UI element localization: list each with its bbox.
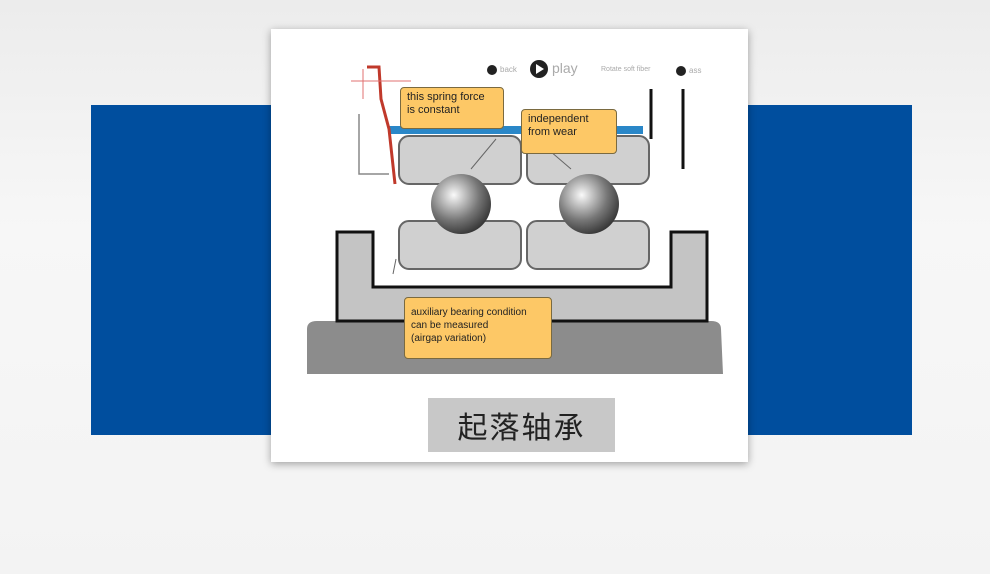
callout-line: is constant bbox=[407, 104, 460, 116]
ball-left bbox=[431, 174, 491, 234]
callout-line: can be measured bbox=[411, 320, 489, 331]
callout-line: (airgap variation) bbox=[411, 333, 487, 344]
next-button-label[interactable]: ass bbox=[689, 66, 702, 75]
callout-line: from wear bbox=[528, 126, 577, 138]
mode-label: Rotate soft fiber bbox=[601, 66, 651, 73]
next-icon[interactable] bbox=[676, 66, 686, 76]
callout-line: auxiliary bearing condition bbox=[411, 307, 527, 318]
back-icon[interactable] bbox=[487, 65, 497, 75]
shaft-strip bbox=[389, 126, 643, 134]
caption-label: 起落轴承 bbox=[428, 398, 615, 452]
spring-curve bbox=[367, 65, 397, 185]
callout-independent-wear: independent from wear bbox=[521, 109, 617, 154]
back-button-label[interactable]: back bbox=[500, 65, 517, 74]
play-button-label[interactable]: play bbox=[552, 60, 578, 76]
callout-line: independent bbox=[528, 113, 589, 125]
bearing-diagram bbox=[307, 60, 723, 374]
callout-auxiliary-bearing: auxiliary bearing condition can be measu… bbox=[404, 297, 552, 359]
callout-spring-force: this spring force is constant bbox=[400, 87, 504, 129]
callout-line: this spring force bbox=[407, 91, 485, 103]
ball-right bbox=[559, 174, 619, 234]
diagram-card: back play Rotate soft fiber ass this spr… bbox=[271, 29, 748, 462]
